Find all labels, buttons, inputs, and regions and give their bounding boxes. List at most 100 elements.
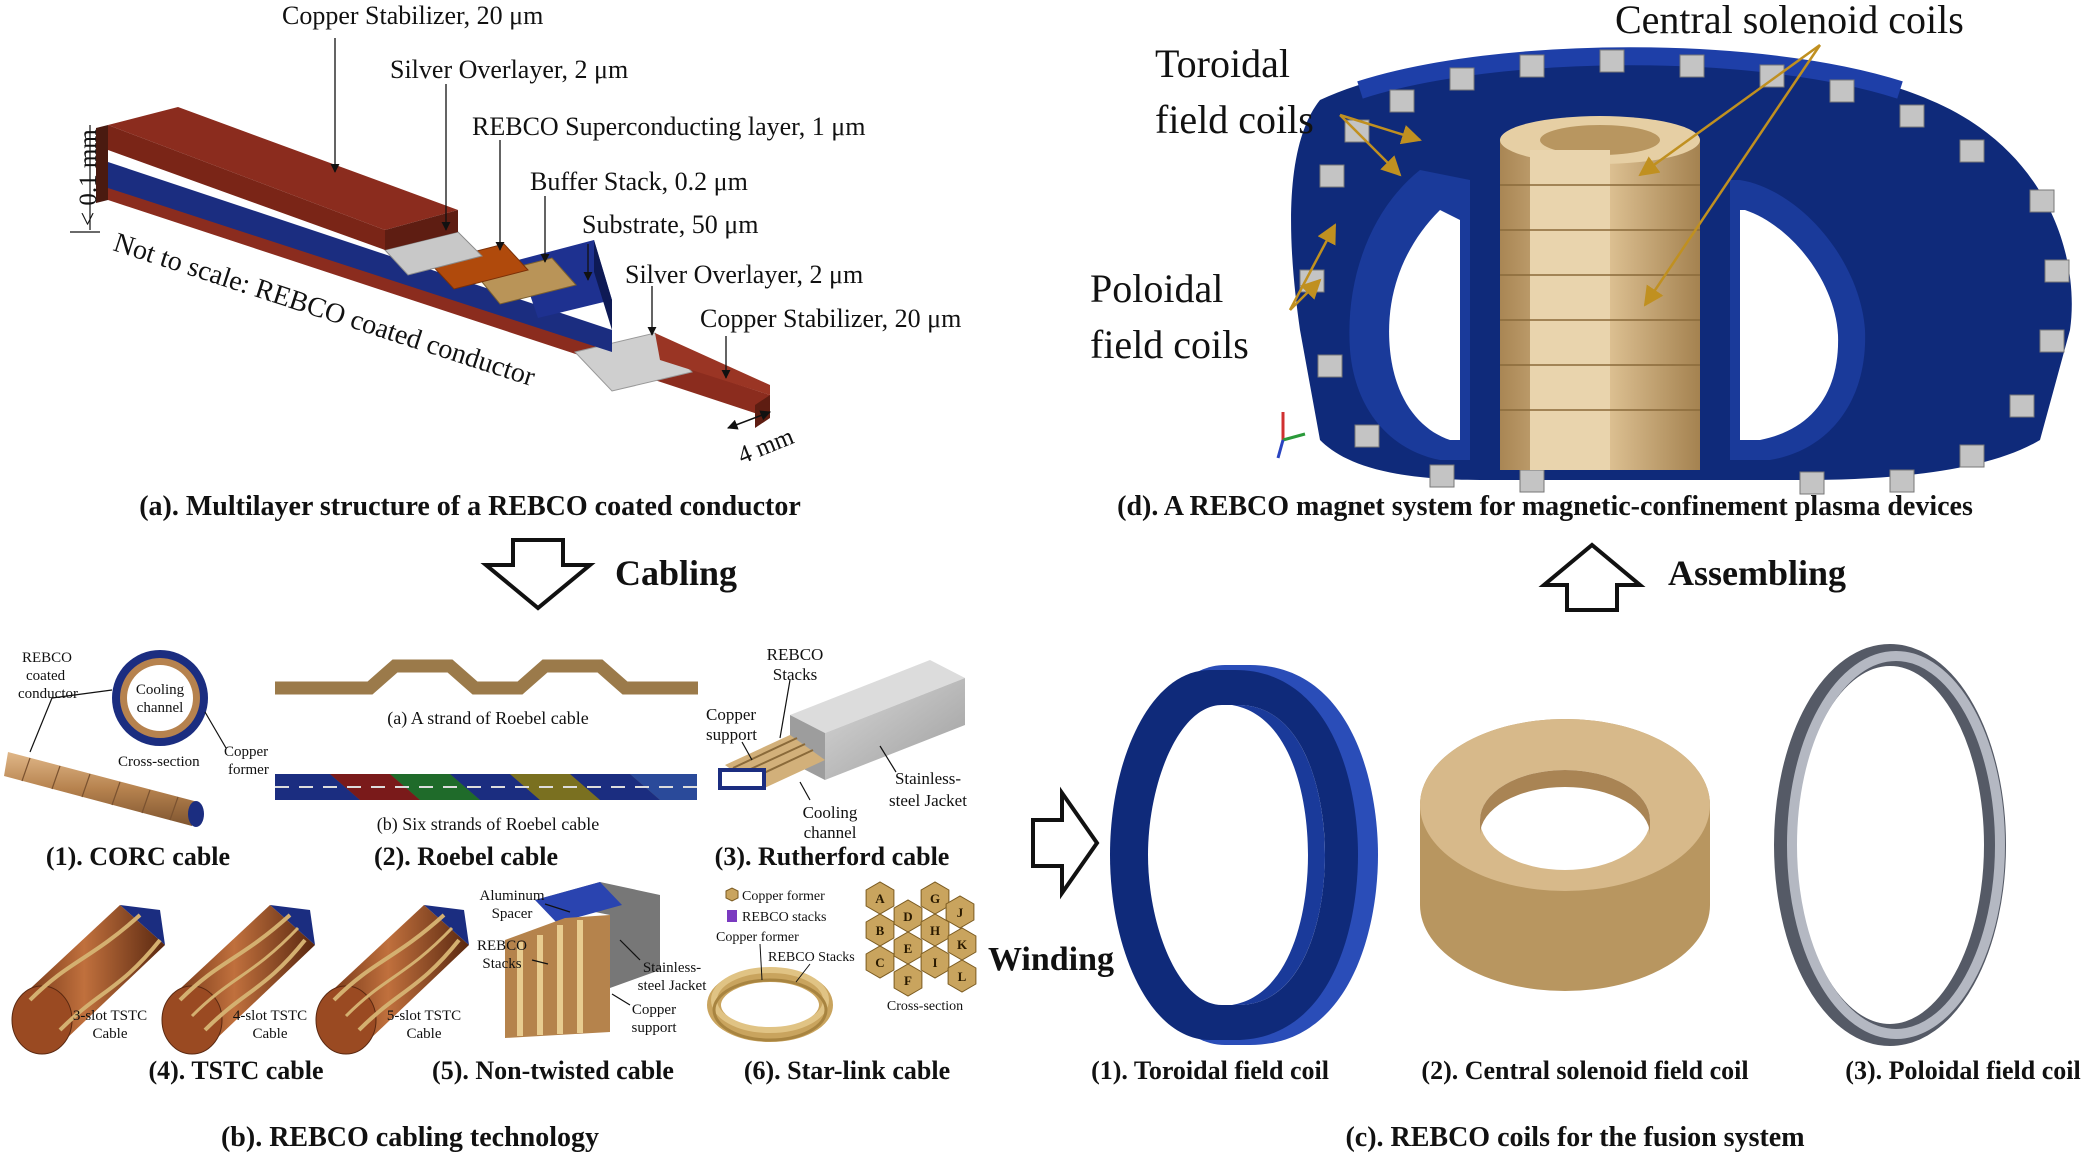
label-substrate: Substrate, 50 μm	[582, 210, 758, 239]
label-tf-2: field coils	[1155, 97, 1314, 142]
label-copper-bottom: Copper Stabilizer, 20 μm	[700, 304, 961, 333]
tf-coil-blocks	[1299, 49, 2070, 495]
cabling-label: Cabling	[615, 553, 737, 593]
label-pf-2: field coils	[1090, 322, 1249, 367]
nontwisted-spacer-2: Spacer	[492, 906, 533, 922]
buffer-stack-layer	[477, 257, 577, 305]
rutherford-stacks-1: REBCO	[767, 645, 824, 664]
tokamak-assembly	[1291, 47, 2072, 495]
panel-a-leaders	[330, 38, 731, 379]
tf-coil-block	[1449, 67, 1475, 91]
tf-coil-block	[1829, 79, 1855, 103]
tf-coil-block	[1519, 54, 1545, 78]
label-rebco-layer: REBCO Superconducting layer, 1 μm	[472, 112, 865, 141]
nontwisted-support-2: support	[632, 1020, 678, 1036]
nontwisted-support-1: Copper	[632, 1002, 676, 1018]
starlink-hex-letter: C	[875, 955, 884, 970]
caption-coil1: (1). Toroidal field coil	[1091, 1056, 1329, 1085]
rebco-layer	[429, 243, 529, 290]
starlink-hex-letter: D	[903, 909, 912, 924]
substrate-end	[594, 240, 612, 330]
corc-cooling-1: Cooling	[136, 682, 185, 698]
label-pf-1: Poloidal	[1090, 266, 1223, 311]
starlink-legend-stacks: REBCO stacks	[742, 910, 826, 925]
caption-rutherford: (3). Rutherford cable	[715, 842, 950, 871]
label-cs-coils: Central solenoid coils	[1615, 0, 1964, 42]
caption-nontwisted: (5). Non-twisted cable	[432, 1056, 674, 1085]
roebel-cable: (a) A strand of Roebel cable (b) Six str…	[275, 659, 698, 835]
top-copper-end	[385, 210, 458, 250]
nontwisted-jacket-1: Stainless-	[643, 960, 701, 976]
tstc-4-slot: 4-slot TSTC Cable	[161, 905, 315, 1055]
assembling-label: Assembling	[1668, 553, 1846, 593]
corc-former-2: former	[228, 762, 269, 778]
tf-coil-block	[1959, 444, 1985, 468]
caption-tstc: (4). TSTC cable	[148, 1056, 323, 1085]
tf-coil-block	[1429, 464, 1455, 488]
starlink-hex-letter: B	[876, 923, 885, 938]
rutherford-cooling-1: Cooling	[803, 803, 858, 822]
label-copper-top: Copper Stabilizer, 20 μm	[282, 1, 543, 30]
starlink-hex-cell	[893, 963, 923, 997]
tf-coil-block	[1519, 469, 1545, 493]
caption-starlink: (6). Star-link cable	[744, 1056, 950, 1085]
starlink-hex-cell	[947, 959, 977, 993]
starlink-hex-letter: I	[932, 955, 937, 970]
starlink-hex-letter: G	[930, 891, 940, 906]
tf-coil-block	[1599, 49, 1625, 73]
tf-coil-block	[1319, 164, 1345, 188]
panel-d-leaders	[1288, 43, 1822, 311]
roebel-single-strand	[275, 659, 698, 695]
tstc-5-label-1: 5-slot TSTC	[387, 1008, 461, 1024]
width-label: 4 mm	[734, 423, 798, 470]
label-tf-1: Toroidal	[1155, 41, 1290, 86]
corc-cooling-2: channel	[137, 700, 184, 716]
nontwisted-cable: Aluminum Spacer REBCO Stacks Stainless- …	[477, 882, 707, 1038]
tf-coil-block	[1679, 54, 1705, 78]
tstc-5-label-2: Cable	[407, 1026, 442, 1042]
toroidal-coil	[1110, 665, 1378, 1045]
corc-cable: REBCO coated conductor Cooling channel C…	[4, 650, 269, 827]
roebel-strand-b-label: (b) Six strands of Roebel cable	[377, 814, 599, 835]
corc-conductor-2: coated	[26, 668, 66, 684]
tf-coil-block	[1959, 139, 1985, 163]
tf-coil-block	[2039, 329, 2065, 353]
substrate-layer	[108, 162, 612, 352]
starlink-label-former: Copper former	[716, 930, 799, 945]
caption-c: (c). REBCO coils for the fusion system	[1345, 1122, 1804, 1153]
tf-coil-block	[1799, 471, 1825, 495]
corc-conductor-3: conductor	[18, 686, 78, 702]
starlink-coil	[707, 967, 833, 1042]
tf-coil-block	[1759, 64, 1785, 88]
caption-corc: (1). CORC cable	[46, 842, 230, 871]
winding-label: Winding	[988, 941, 1114, 978]
rutherford-jacket-1: Stainless-	[895, 769, 961, 788]
nontwisted-jacket-2: steel Jacket	[638, 978, 708, 994]
caption-coil2: (2). Central solenoid field coil	[1421, 1056, 1748, 1085]
starlink-label-stacks: REBCO Stacks	[768, 950, 855, 965]
tstc-cables: 3-slot TSTC Cable 4-slot TSTC Cable 5-sl…	[11, 905, 469, 1055]
starlink-hex-letter: J	[957, 905, 964, 920]
rutherford-support-1: Copper	[706, 705, 756, 724]
starlink-hex-letter: L	[958, 969, 967, 984]
nontwisted-stacks-1: REBCO	[477, 938, 527, 954]
starlink-hex-letter: E	[904, 941, 913, 956]
tstc-4-label-2: Cable	[253, 1026, 288, 1042]
starlink-hex-cell	[945, 895, 975, 929]
caption-coil3: (3). Poloidal field coil	[1845, 1056, 2080, 1085]
thickness-dimension: < 0.1 mm	[70, 125, 102, 233]
left-end-face	[96, 125, 108, 203]
tstc-3-label-2: Cable	[93, 1026, 128, 1042]
tstc-3-label-1: 3-slot TSTC	[73, 1008, 147, 1024]
label-buffer: Buffer Stack, 0.2 μm	[530, 167, 748, 196]
nontwisted-stacks-2: Stacks	[482, 956, 521, 972]
starlink-hex-letter: F	[904, 973, 912, 988]
rutherford-stacks-2: Stacks	[773, 665, 817, 684]
tf-coil-block	[2009, 394, 2035, 418]
bottom-copper-top	[655, 333, 770, 395]
caption-b: (b). REBCO cabling technology	[221, 1122, 599, 1153]
starlink-cross-section: Cross-section	[887, 999, 963, 1014]
rutherford-cable: REBCO Stacks Copper support Cooling chan…	[706, 645, 967, 842]
